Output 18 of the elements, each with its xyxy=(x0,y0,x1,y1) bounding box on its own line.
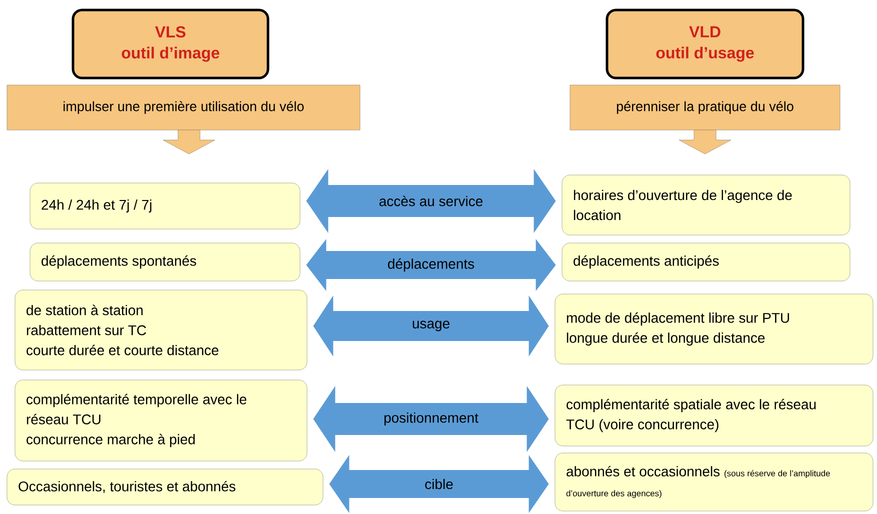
text-box: complémentarité temporelle avec le réseau TCU concurrence marche à pied xyxy=(14,380,308,462)
text-box: déplacements anticipés xyxy=(562,242,850,282)
callout-box: pérenniser la pratique du vélo xyxy=(570,84,840,154)
text-box: horaires d’ouverture de l’agence de location xyxy=(562,174,850,236)
text-box: de station à station rabattement sur TC courte durée et courte distance xyxy=(14,290,308,370)
title-box: VLS outil d’image xyxy=(72,8,270,80)
text-box: abonnés et occasionnels (sous réserve de l’amplitude d’ouverture des agences) xyxy=(554,452,874,512)
text-box: Occasionnels, touristes et abonnés xyxy=(6,468,324,506)
text-box: mode de déplacement libre sur PTU longue durée et longue distance xyxy=(554,294,874,364)
edge-label: accès au service xyxy=(378,194,484,208)
text-box: déplacements spontanés xyxy=(30,242,300,282)
text-box: complémentarité spatiale avec le réseau TCU (voire concurrence) xyxy=(554,384,874,446)
callout-box: impulser une première utilisation du vélo xyxy=(6,84,360,154)
edge-label: cible xyxy=(424,478,454,490)
title-box: VLD outil d’usage xyxy=(606,8,804,80)
edge-label: déplacements xyxy=(386,257,476,273)
text-box: 24h / 24h et 7j / 7j xyxy=(30,182,300,230)
edge-label: positionnement xyxy=(382,411,480,427)
